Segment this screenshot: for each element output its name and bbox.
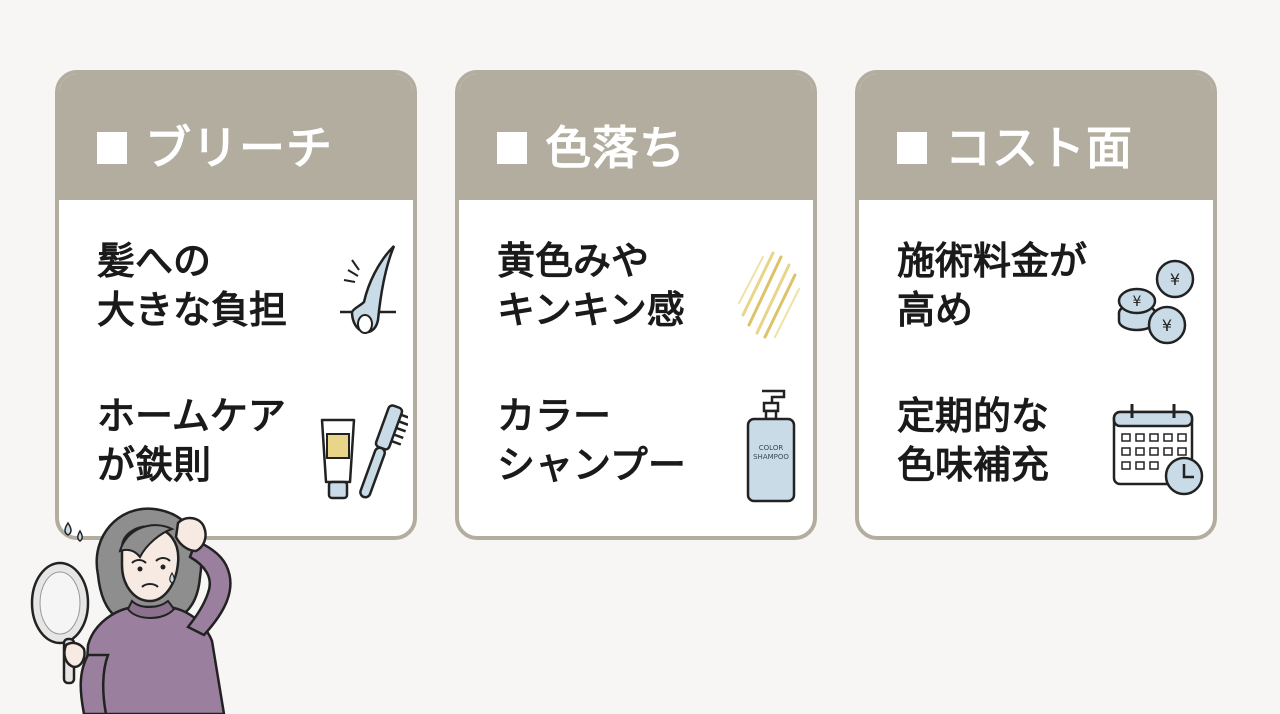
- coin-symbol: ¥: [1170, 270, 1180, 289]
- shampoo-label: COLOR SHAMPOO: [747, 444, 795, 462]
- card-title: 色落ち: [545, 121, 686, 175]
- square-bullet-icon: [497, 132, 527, 164]
- card-bleach: ブリーチ 髪への 大きな負担 ホームケア が鉄則: [55, 70, 417, 540]
- card-item-text: ホームケア が鉄則: [97, 394, 286, 487]
- card-item-text: カラー シャンプー: [497, 394, 686, 487]
- square-bullet-icon: [97, 132, 127, 164]
- card-item-text: 施術料金が 高め: [897, 239, 1088, 332]
- calendar-clock-icon: [1112, 404, 1204, 496]
- shampoo-label-line: COLOR: [758, 444, 784, 452]
- yellow-streaks-icon: [738, 251, 800, 339]
- card-header: 色落ち: [459, 74, 813, 206]
- card-item-text: 黄色みや キンキン感: [497, 239, 685, 332]
- card-header: コスト面: [859, 74, 1213, 206]
- card-item-text: 定期的な 色味補充: [897, 394, 1050, 487]
- card-header: ブリーチ: [59, 74, 413, 206]
- card-title: コスト面: [945, 121, 1133, 175]
- square-bullet-icon: [897, 132, 927, 164]
- coin-symbol: ¥: [1133, 294, 1142, 310]
- card-item-text: 髪への 大きな負担: [97, 239, 288, 332]
- yen-coins-icon: ¥ ¥ ¥: [1117, 259, 1195, 345]
- worried-woman-illustration: [30, 507, 232, 714]
- coin-symbol: ¥: [1162, 316, 1172, 335]
- shampoo-bottle-icon: [746, 389, 796, 503]
- tube-and-comb-icon: [320, 404, 408, 500]
- hair-strand-damage-icon: [340, 245, 396, 334]
- shampoo-label-line: SHAMPOO: [753, 453, 789, 461]
- card-title: ブリーチ: [145, 121, 333, 175]
